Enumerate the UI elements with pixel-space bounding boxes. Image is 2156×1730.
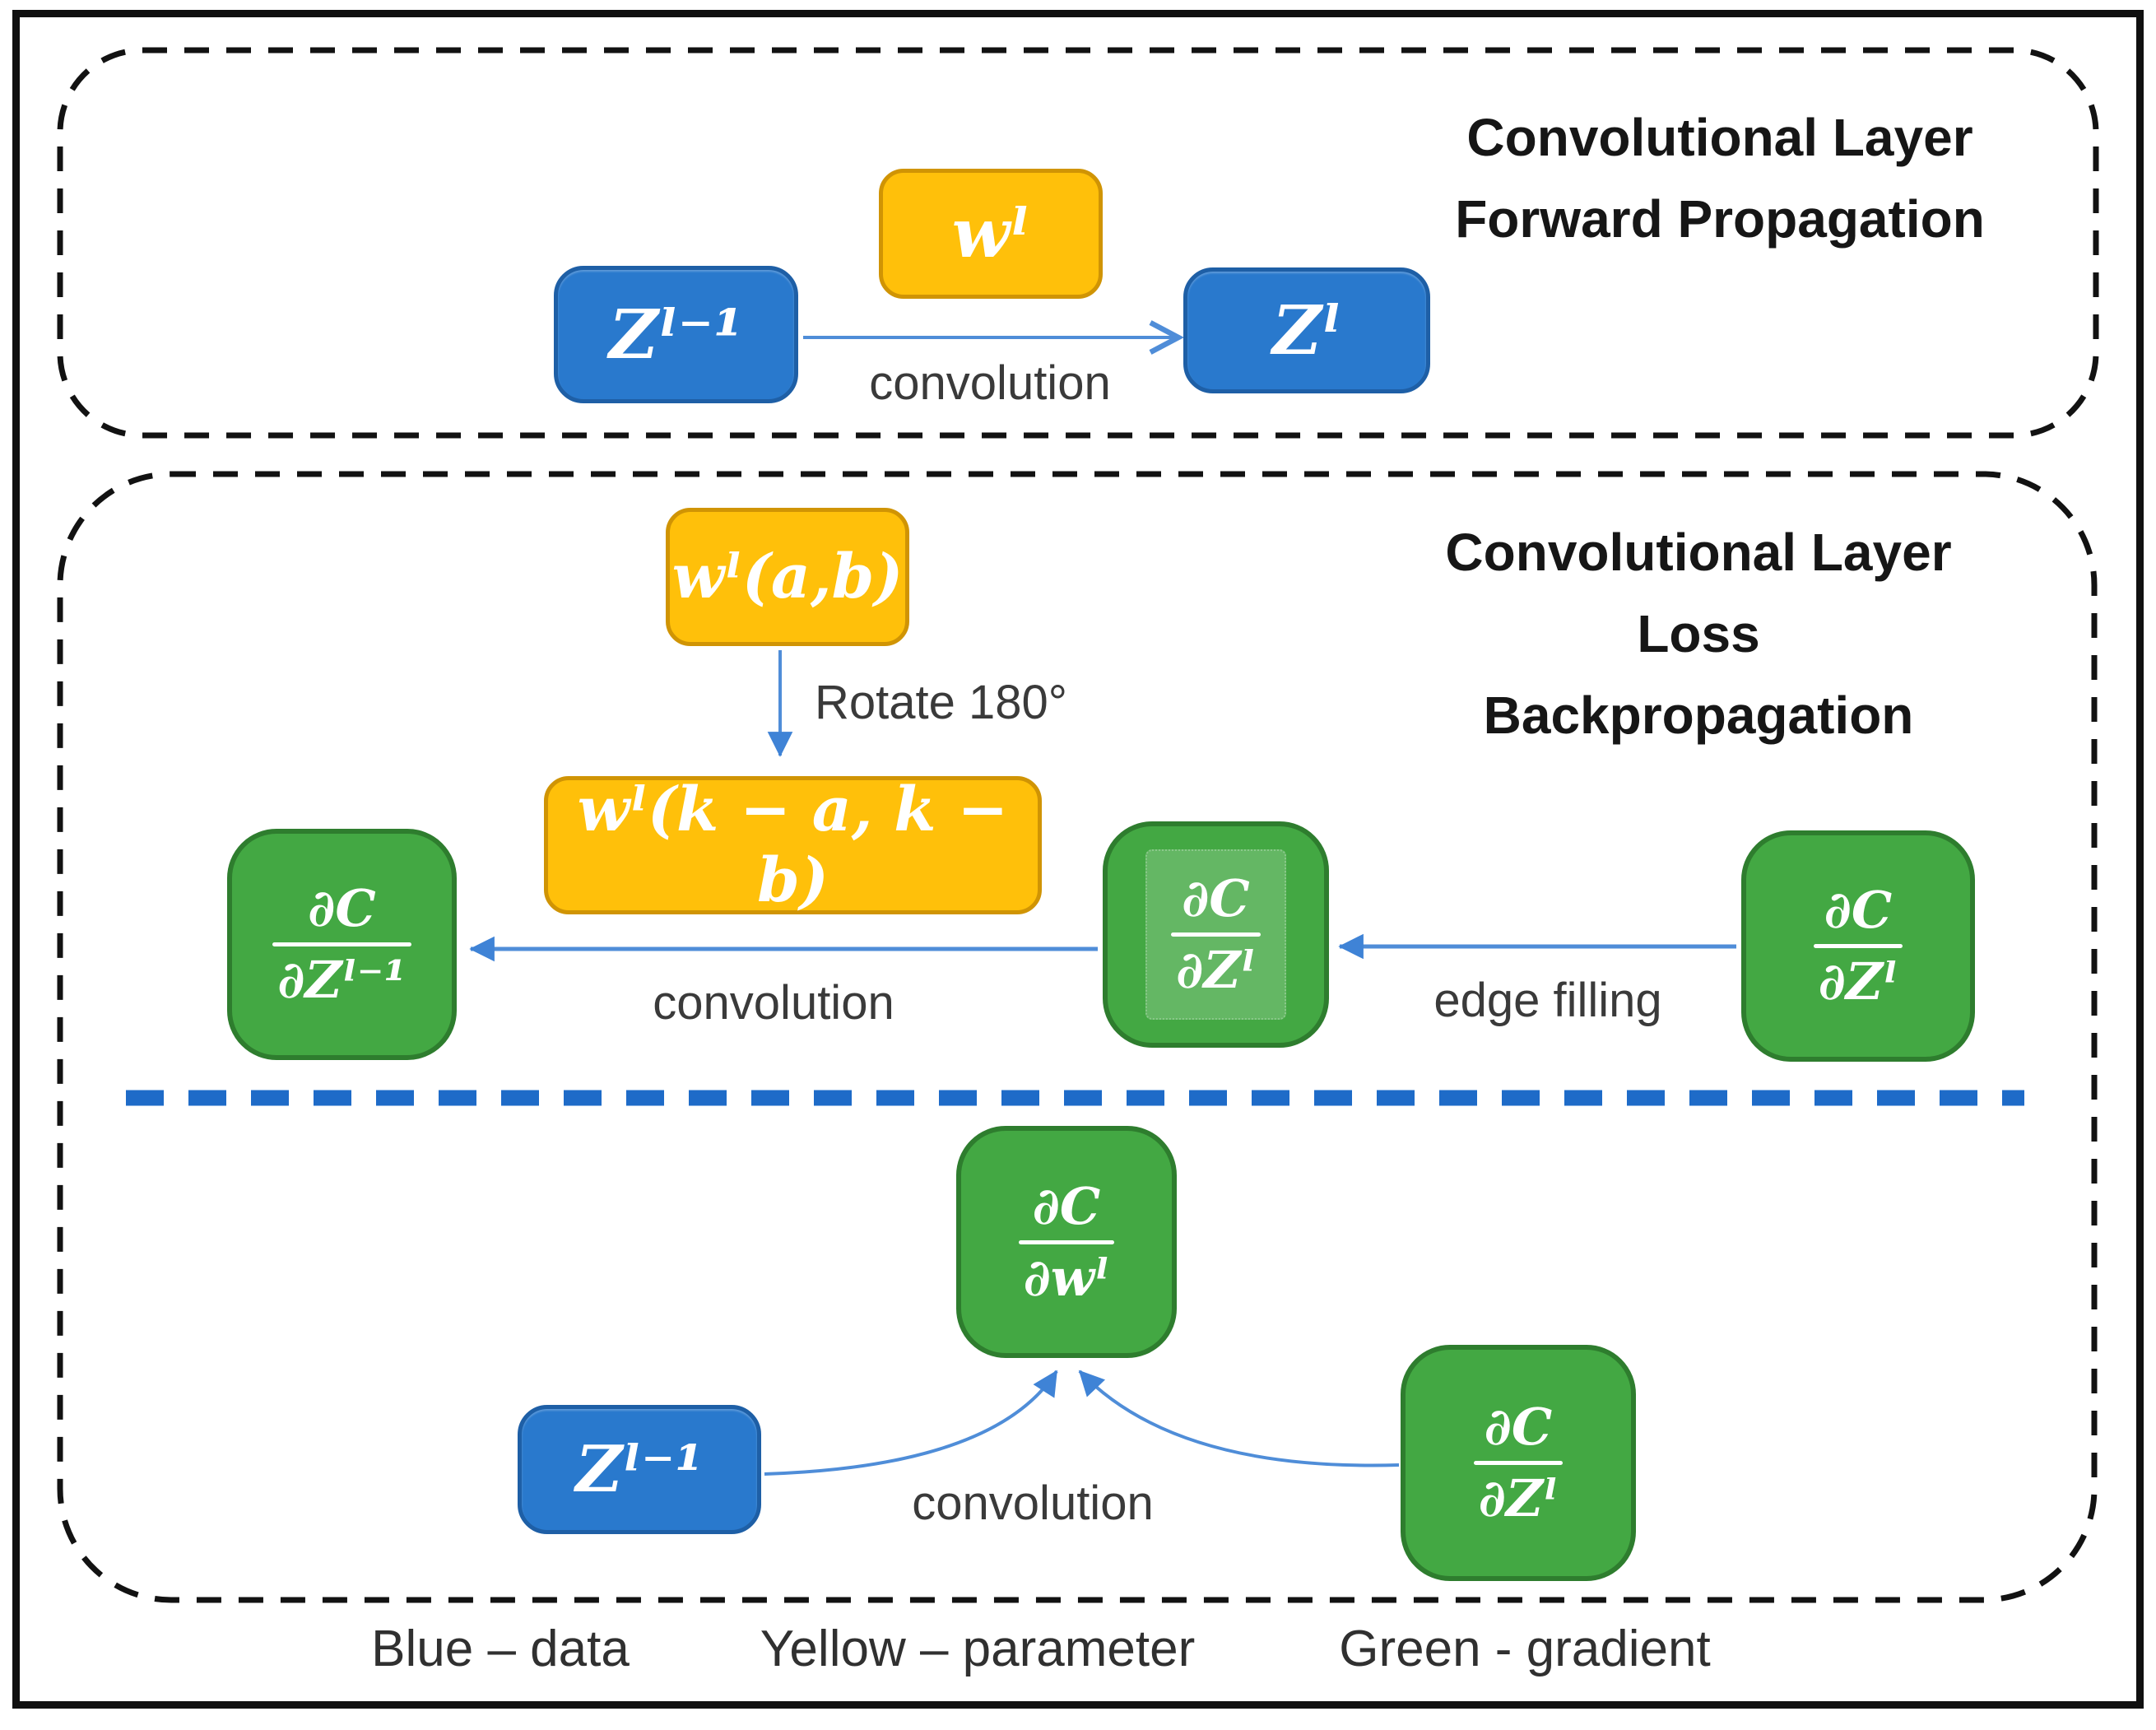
lower-convolution-label: convolution (912, 1477, 1154, 1530)
fraction-denominator: ∂Zˡ (1478, 1468, 1559, 1528)
fraction-bar (1473, 1461, 1564, 1465)
fraction-bar (272, 942, 411, 946)
fraction-denominator: ∂Zˡ⁻¹ (277, 950, 407, 1010)
grad-output-box-lower: ∂C ∂Zˡ (1401, 1345, 1636, 1581)
fraction-numerator: ∂C (1182, 868, 1250, 928)
grad-weight-arrow-from-input (764, 1370, 1058, 1476)
forward-section-outline (57, 47, 2099, 439)
grad-input-fraction: ∂C ∂Zˡ⁻¹ (272, 883, 411, 1006)
forward-title-line1: Convolutional Layer (1466, 108, 1973, 167)
fraction-numerator: ∂C (1484, 1397, 1553, 1457)
backward-convolution-label: convolution (653, 976, 894, 1030)
backward-input-box: Zˡ⁻¹ (518, 1405, 761, 1534)
grad-output-padded-fraction: ∂C ∂Zˡ (1171, 868, 1261, 1000)
backward-title-line2: Loss Backpropagation (1483, 604, 1914, 745)
fraction-numerator: ∂C (1824, 880, 1893, 940)
forward-weight-box: wˡ (879, 169, 1103, 299)
fraction-bar (1018, 1239, 1115, 1244)
forward-title-line2: Forward Propagation (1455, 189, 1985, 249)
legend-blue-data: Blue – data (371, 1621, 630, 1677)
kernel-box: wˡ(a,b) (666, 508, 909, 646)
edge-filling-label: edge filling (1433, 974, 1662, 1027)
forward-output-box: Zˡ (1183, 267, 1430, 393)
legend-yellow-parameter: Yellow – parameter (760, 1621, 1196, 1677)
fraction-denominator: ∂Zˡ (1176, 940, 1256, 1000)
fraction-bar (1171, 932, 1261, 937)
grad-output-fraction: ∂C ∂Zˡ (1813, 880, 1903, 1011)
legend-green-gradient: Green - gradient (1339, 1621, 1711, 1677)
grad-output-lower-fraction: ∂C ∂Zˡ (1473, 1397, 1564, 1528)
grad-weight-fraction: ∂C ∂wˡ (1018, 1175, 1115, 1308)
forward-section-title: Convolutional Layer Forward Propagation (1440, 97, 2000, 260)
fraction-numerator: ∂C (1032, 1175, 1101, 1236)
fraction-numerator: ∂C (308, 878, 376, 938)
grad-output-padded-box: ∂C ∂Zˡ (1103, 821, 1329, 1048)
grad-weight-arrow-from-grad (1078, 1370, 1400, 1467)
fraction-bar (1813, 944, 1903, 948)
backward-section-outline (57, 471, 2098, 1603)
backward-section-title: Convolutional Layer Loss Backpropagation (1419, 512, 1978, 756)
backward-title-line1: Convolutional Layer (1445, 523, 1952, 582)
forward-input-box: Zˡ⁻¹ (554, 266, 798, 403)
grad-input-box: ∂C ∂Zˡ⁻¹ (227, 829, 457, 1060)
forward-convolution-label: convolution (869, 356, 1111, 410)
fraction-denominator: ∂wˡ (1023, 1247, 1110, 1308)
outer-frame (12, 10, 2144, 1709)
rotated-kernel-box: wˡ(k − a, k − b) (544, 774, 1042, 916)
grad-output-box: ∂C ∂Zˡ (1741, 830, 1975, 1062)
fraction-denominator: ∂Zˡ (1818, 951, 1898, 1011)
rotate-180-label: Rotate 180° (815, 676, 1067, 729)
grad-weight-box: ∂C ∂wˡ (956, 1126, 1177, 1358)
